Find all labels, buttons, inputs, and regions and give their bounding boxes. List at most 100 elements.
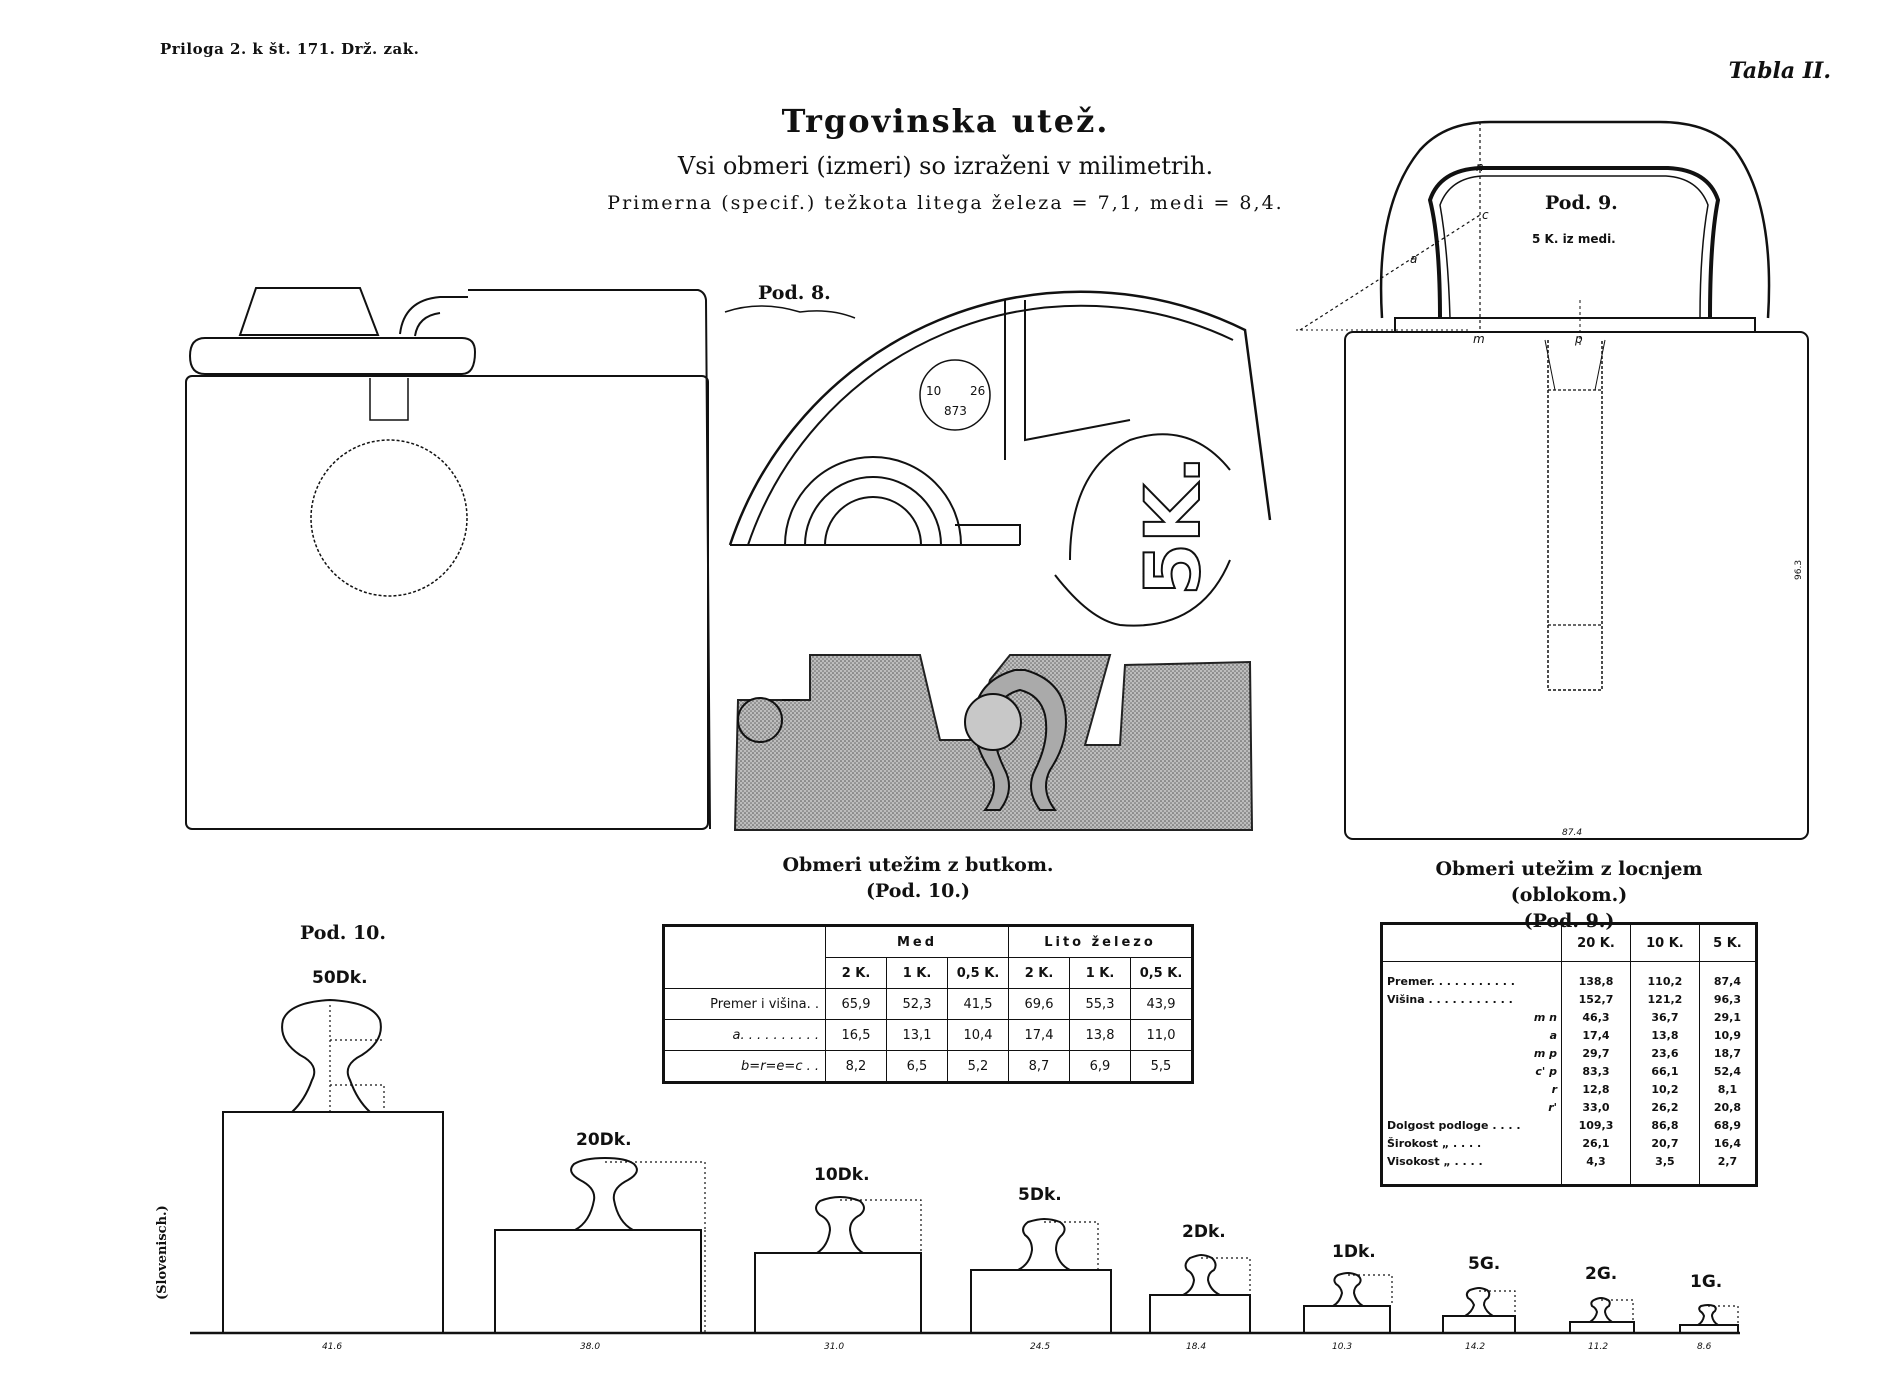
cell: 20,7 <box>1629 1134 1700 1152</box>
cell: 23,6 <box>1629 1044 1700 1062</box>
row-label: Visokost „ . . . . <box>1387 1154 1483 1168</box>
pod9-width-dim: 87.4 <box>1562 828 1583 838</box>
cell: 66,1 <box>1629 1062 1700 1080</box>
cell: 6,5 <box>886 1050 948 1083</box>
cell: 13,8 <box>1629 1026 1700 1044</box>
table-butek-col: 1 K. <box>886 957 948 989</box>
table-butek-col: 0,5 K. <box>1130 957 1193 989</box>
cell: 33,0 <box>1561 1098 1631 1116</box>
cell: 41,5 <box>947 988 1009 1020</box>
weight-base-dimension: 41.6 <box>322 1342 343 1352</box>
cell: 8,1 <box>1698 1080 1757 1098</box>
table-butek-group-med: Med <box>825 925 1009 958</box>
cell: 16,5 <box>825 1019 887 1051</box>
pod9-height-dim: 96.3 <box>1794 559 1804 580</box>
table-locenj-col: 10 K. <box>1629 923 1700 962</box>
weight-label: 5G. <box>1468 1254 1501 1274</box>
weight-label: 1Dk. <box>1332 1242 1376 1262</box>
weight-base-dimension: 8.6 <box>1697 1342 1712 1352</box>
side-note: (Slovenisch.) <box>155 1205 170 1300</box>
cell: 4,3 <box>1561 1152 1631 1186</box>
row-label: Višina . . . . . . . . . . . <box>1387 992 1513 1006</box>
pod9-drawing <box>1296 120 1809 840</box>
table-butek-corner <box>663 925 826 989</box>
page-title: Trgovinska utež. <box>781 102 1110 140</box>
cell: 5,2 <box>947 1050 1009 1083</box>
cell: 138,8 <box>1561 961 1631 990</box>
pod10-label: Pod. 10. <box>300 922 387 944</box>
weight-label: 50Dk. <box>312 968 368 988</box>
plate-label: Tabla II. <box>1728 58 1831 84</box>
table-butek-col: 2 K. <box>1008 957 1070 989</box>
cell: 55,3 <box>1069 988 1131 1020</box>
cell: 13,8 <box>1069 1019 1131 1051</box>
cell: 2,7 <box>1698 1152 1757 1186</box>
cell: 121,2 <box>1629 990 1700 1008</box>
cell: 69,6 <box>1008 988 1070 1020</box>
cell: 17,4 <box>1561 1026 1631 1044</box>
table-row: b=r=e=c . . 8,2 6,5 5,2 8,7 6,9 5,5 <box>663 1050 1193 1083</box>
cell: 83,3 <box>1561 1062 1631 1080</box>
row-label: r' <box>1548 1100 1557 1114</box>
table-butek-col: 2 K. <box>825 957 887 989</box>
specific-gravity-note: Primerna (specif.) težkota litega železa… <box>607 192 1284 214</box>
cell: 17,4 <box>1008 1019 1070 1051</box>
cell: 68,9 <box>1698 1116 1757 1134</box>
cell: 10,9 <box>1698 1026 1757 1044</box>
cell: 86,8 <box>1629 1116 1700 1134</box>
cell: 109,3 <box>1561 1116 1631 1134</box>
row-label: m p <box>1533 1046 1557 1060</box>
pod8-big-mark: 5K. <box>1127 454 1218 597</box>
stamp-bottom-number: 873 <box>944 404 967 418</box>
cell: 29,1 <box>1698 1008 1757 1026</box>
row-label: Širokost „ . . . . <box>1387 1136 1482 1150</box>
table-locenj-caption-line1: Obmeri utežim z locnjem (oblokom.) <box>1435 858 1703 906</box>
weight-label: 2Dk. <box>1182 1222 1226 1242</box>
pod9-material: 5 K. iz medi. <box>1532 232 1616 246</box>
cell: 10,2 <box>1629 1080 1700 1098</box>
left-header-note: Priloga 2. k št. 171. Drž. zak. <box>160 40 420 58</box>
pod9-label: Pod. 9. <box>1545 192 1618 214</box>
cell: 12,8 <box>1561 1080 1631 1098</box>
stamp-left-number: 10 <box>926 384 942 398</box>
cell: 29,7 <box>1561 1044 1631 1062</box>
page-subtitle: Vsi obmeri (izmeri) so izraženi v milime… <box>677 152 1214 180</box>
weight-base-dimension: 11.2 <box>1588 1342 1609 1352</box>
cell: 96,3 <box>1698 990 1757 1008</box>
cell: 11,0 <box>1130 1019 1193 1051</box>
weight-base-dimension: 38.0 <box>580 1342 601 1352</box>
table-butek-caption-line1: Obmeri utežim z butkom. <box>782 854 1054 876</box>
table-locenj-corner <box>1381 923 1562 962</box>
table-row: Premer i višina. . 65,9 52,3 41,5 69,6 5… <box>663 988 1193 1020</box>
weight-label: 5Dk. <box>1018 1185 1062 1205</box>
cell: 13,1 <box>886 1019 948 1051</box>
cell: 110,2 <box>1629 961 1700 990</box>
table-butek-caption: Obmeri utežim z butkom. (Pod. 10.) <box>768 852 1068 904</box>
row-label: b=r=e=c . . <box>663 1050 826 1083</box>
table-row: a. . . . . . . . . . 16,5 13,1 10,4 17,4… <box>663 1019 1193 1051</box>
cell: 6,9 <box>1069 1050 1131 1083</box>
table-butek: Med Lito železo 2 K. 1 K. 0,5 K. 2 K. 1 … <box>662 924 1194 1084</box>
weight-label: 20Dk. <box>576 1130 632 1150</box>
cell: 87,4 <box>1698 961 1757 990</box>
pod8-drawing <box>728 290 1272 627</box>
cell: 3,5 <box>1629 1152 1700 1186</box>
cell: 20,8 <box>1698 1098 1757 1116</box>
cell: 46,3 <box>1561 1008 1631 1026</box>
row-label: a. . . . . . . . . . <box>663 1019 826 1051</box>
pod9-mark-m: m <box>1473 332 1485 346</box>
cell: 10,4 <box>947 1019 1009 1051</box>
stamp-right-number: 26 <box>970 384 986 398</box>
pod8-section <box>733 654 1254 831</box>
cell: 18,7 <box>1698 1044 1757 1062</box>
weight-base-dimension: 18.4 <box>1186 1342 1207 1352</box>
table-butek-col: 0,5 K. <box>947 957 1009 989</box>
